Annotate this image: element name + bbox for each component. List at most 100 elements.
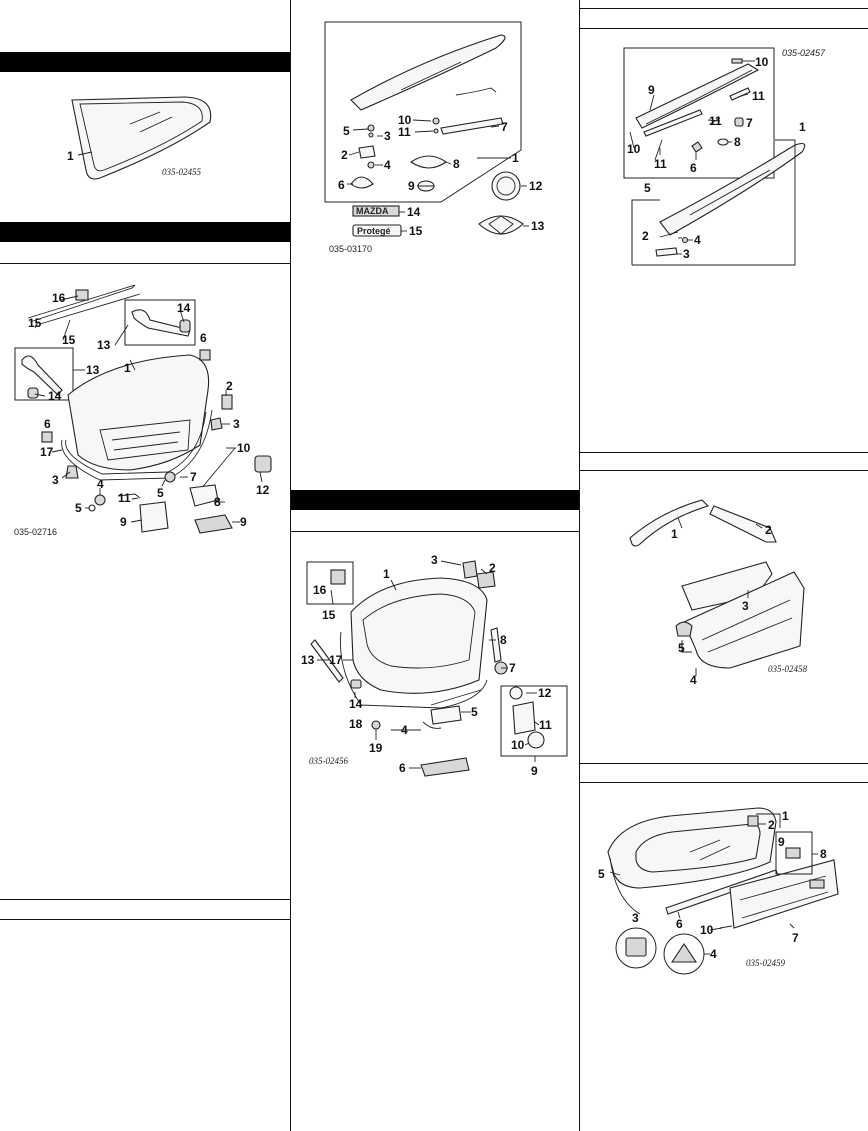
- leader-line: [114, 324, 129, 346]
- callout-number: 17: [329, 653, 343, 667]
- right-column: 035-02457 10 9 11 11 7 10 11 6 8 5 1 2 4…: [579, 0, 868, 1131]
- quarter-window-diagram: 1 035-02455: [67, 96, 212, 180]
- hinge-group-box: [124, 299, 196, 346]
- section-divider: [580, 470, 868, 471]
- clip: [88, 504, 96, 512]
- callout-number: 18: [349, 717, 363, 731]
- leader-line: [414, 130, 434, 133]
- spoiler-lamp: [440, 117, 504, 135]
- callout-number: 1: [512, 151, 519, 165]
- trim-lower-ribs: [701, 599, 793, 653]
- spoiler-inner-panel: [635, 63, 760, 129]
- spoiler-detail: [689, 169, 771, 216]
- callout-number: 13: [531, 219, 545, 233]
- spoiler-detail: [400, 61, 462, 91]
- callout-number: 9: [408, 179, 415, 193]
- hinge-bolt: [179, 319, 191, 333]
- callout-number: 2: [489, 561, 496, 575]
- callout-number: 15: [409, 224, 423, 238]
- callout-number: 10: [398, 113, 412, 127]
- spoiler-strip: [729, 87, 751, 101]
- nut: [691, 141, 703, 153]
- callout-number: 6: [399, 761, 406, 775]
- leader-line: [677, 517, 683, 529]
- leader-line: [412, 119, 432, 122]
- callout-number: 6: [690, 161, 697, 175]
- section-divider: [580, 763, 868, 764]
- callout-number: 5: [598, 867, 605, 881]
- striker: [490, 627, 502, 663]
- callout-number: 9: [120, 515, 127, 529]
- section-header-bar: [0, 222, 290, 242]
- mazda-emblem-round: [491, 171, 521, 201]
- bump-stop: [462, 560, 478, 579]
- spoiler-body: [350, 34, 506, 111]
- callout-number: 4: [710, 947, 717, 961]
- section-divider: [580, 8, 868, 9]
- garnish-lamp: [809, 879, 825, 889]
- rod: [117, 493, 141, 499]
- protege-badge-text: Protegé: [357, 226, 391, 236]
- callout-number: 2: [226, 379, 233, 393]
- spoiler-group-box: [324, 21, 522, 203]
- callout-number: 12: [256, 483, 270, 497]
- liftgate-group-box: [500, 685, 568, 757]
- torsion-rod: [27, 284, 136, 323]
- callout-number: 3: [683, 247, 690, 261]
- hinge: [330, 569, 346, 585]
- clip: [94, 494, 106, 506]
- callout-number: 3: [384, 129, 391, 143]
- spoiler-body: [659, 143, 806, 236]
- callout-number: 7: [501, 120, 508, 134]
- latch-cover: [139, 501, 169, 533]
- leader-line: [534, 721, 540, 726]
- callout-number: 8: [734, 135, 741, 149]
- lock-actuator: [420, 757, 470, 777]
- callout-number: 8: [453, 157, 460, 171]
- callout-number: 13: [301, 653, 315, 667]
- leader-line: [77, 151, 93, 156]
- callout-number: 5: [644, 181, 651, 195]
- bumper-stop: [65, 465, 79, 479]
- trim-center: [681, 561, 773, 611]
- grommet: [164, 471, 176, 483]
- callout-number: 11: [654, 157, 667, 171]
- bumper: [670, 943, 698, 963]
- callout-number: 9: [648, 83, 655, 97]
- callout-number: 6: [200, 331, 207, 345]
- detail-circle: [615, 927, 657, 969]
- seal: [350, 176, 374, 189]
- latch: [189, 484, 219, 507]
- leader-line: [61, 471, 71, 479]
- callout-number: 7: [190, 470, 197, 484]
- spoiler-strip: [643, 109, 703, 137]
- mazda-emblem-round-inner: [496, 176, 516, 196]
- callout-number: 9: [240, 515, 247, 529]
- leader-line: [681, 640, 692, 653]
- latch: [430, 705, 462, 725]
- callout-number: 13: [86, 363, 100, 377]
- stopper: [747, 815, 759, 827]
- nut: [367, 161, 375, 169]
- callout-number: 15: [62, 333, 76, 347]
- liftgate-glass-diagram: 1 2 9 8 5 6 10 7 3 4 035-02459: [598, 807, 839, 975]
- callout-number: 10: [511, 738, 525, 752]
- mazda-emblem-wing-inner: [488, 215, 514, 235]
- leader-line: [709, 927, 723, 931]
- leader-line: [130, 519, 143, 523]
- callout-number: 19: [369, 741, 383, 755]
- callout-number: 7: [792, 931, 799, 945]
- mazda-badge: [352, 205, 400, 217]
- callout-number: 2: [765, 523, 772, 537]
- wire: [422, 721, 442, 729]
- liftgate-panel: [350, 577, 488, 694]
- callout-number: 8: [214, 495, 221, 509]
- leader-line: [707, 119, 721, 122]
- callout-number: 8: [500, 633, 507, 647]
- callout-number: 11: [752, 89, 765, 103]
- hinge: [476, 571, 496, 589]
- protege-badge: [352, 224, 402, 237]
- callout-number: 1: [383, 567, 390, 581]
- hinge-arm: [21, 355, 63, 396]
- rod: [659, 231, 679, 238]
